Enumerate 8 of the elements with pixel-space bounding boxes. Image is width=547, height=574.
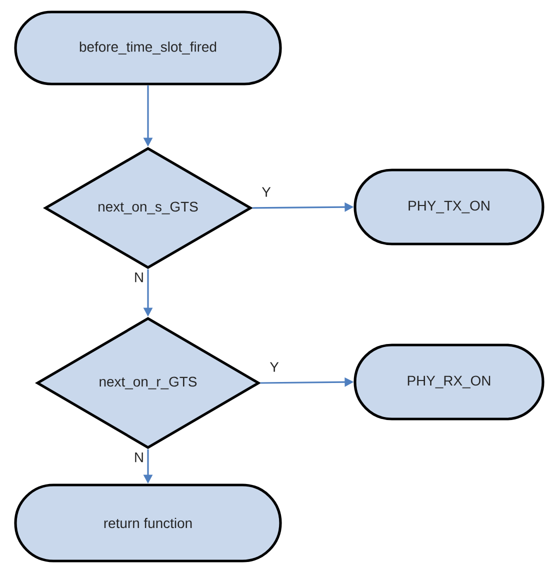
edge-label: N <box>132 452 146 464</box>
edge-label: N <box>132 272 146 284</box>
terminal-box: PHY_TX_ON <box>354 168 544 246</box>
edge-label: Y <box>268 361 280 373</box>
terminal-box: before_time_slot_fired <box>14 10 282 86</box>
terminal-box: PHY_RX_ON <box>354 344 544 420</box>
edge-label: Y <box>260 186 272 198</box>
terminal-box: return function <box>14 484 282 562</box>
